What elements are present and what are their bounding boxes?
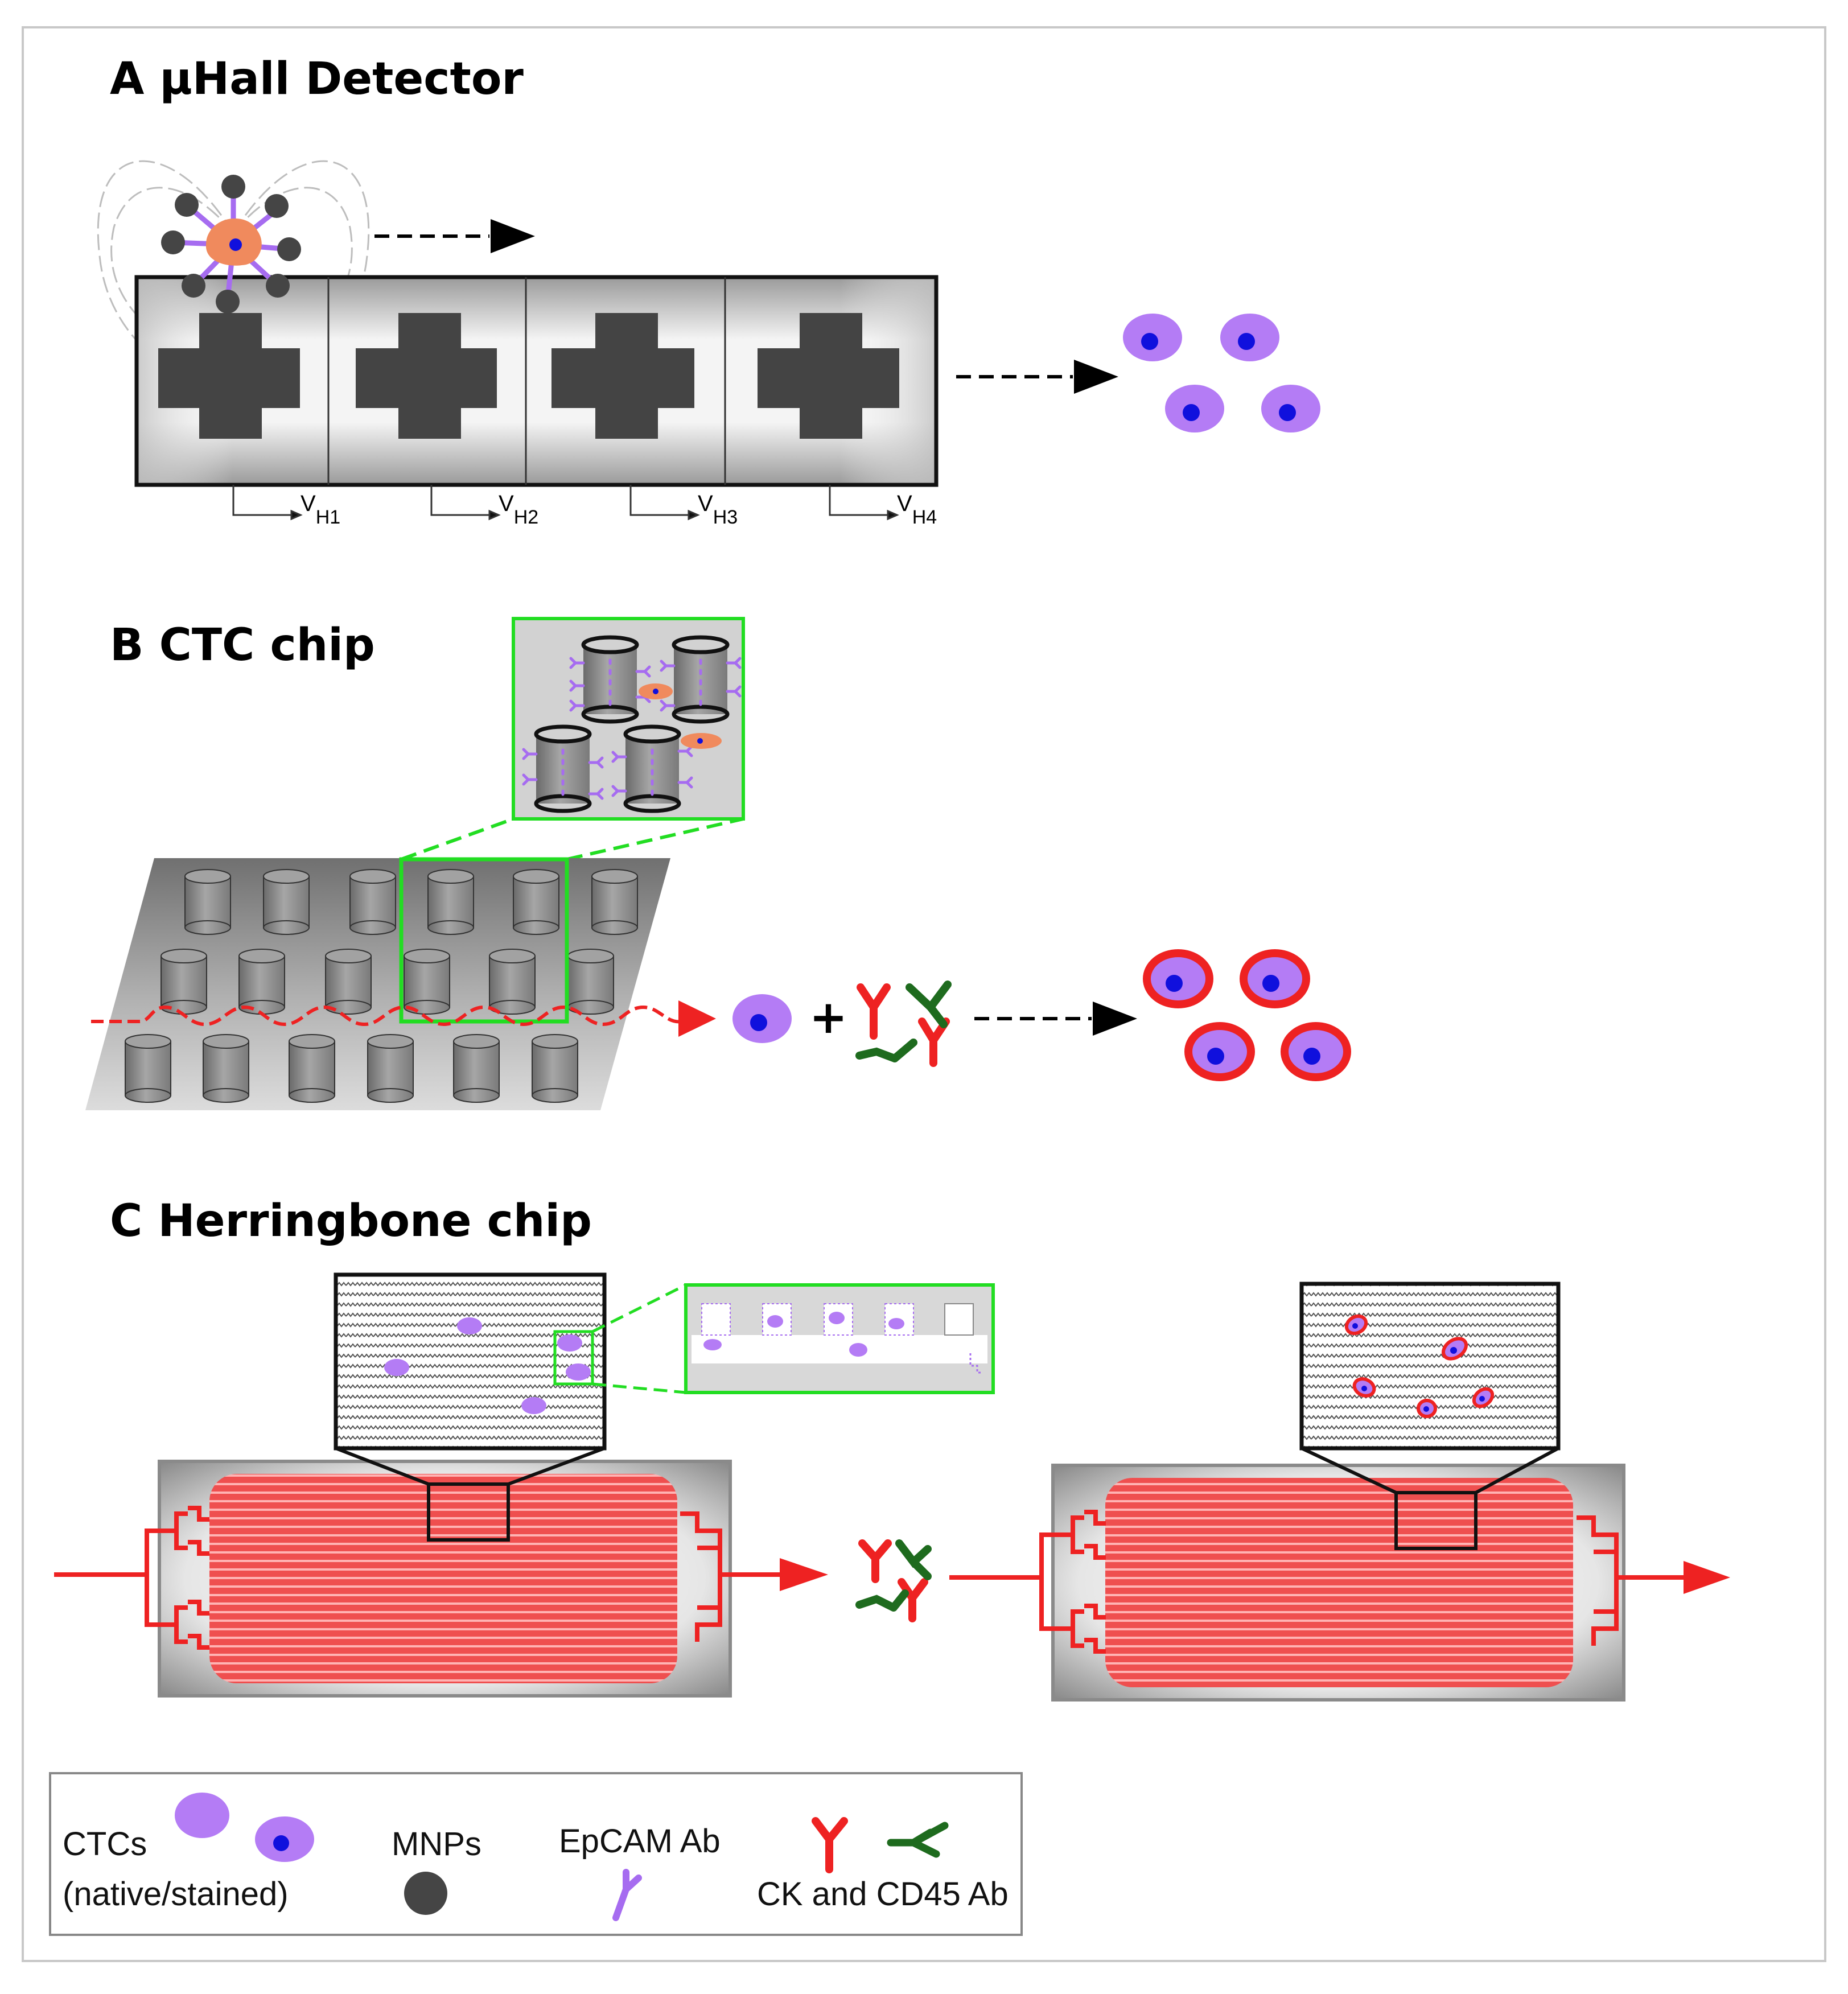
hall-cross-1 bbox=[158, 313, 300, 439]
herringbone-chip-right bbox=[949, 1282, 1730, 1702]
flow-arrow-a-top bbox=[374, 219, 535, 253]
micropost-highlight-box bbox=[399, 857, 569, 1024]
legend-ck-cd45-label: CK and CD45 Ab bbox=[757, 1876, 1009, 1913]
mnp-labeled-ctc bbox=[161, 175, 301, 314]
herringbone-chip-left bbox=[54, 1272, 828, 1698]
staining-antibodies-c bbox=[855, 1539, 932, 1622]
legend-ctcs-label: CTCs bbox=[63, 1826, 147, 1863]
plus-sign: + bbox=[809, 991, 847, 1044]
isolated-cell-b bbox=[732, 994, 792, 1043]
voltage-leads bbox=[232, 485, 899, 521]
flow-arrow-b bbox=[974, 1002, 1137, 1036]
panel-a-title: A μHall Detector bbox=[110, 53, 524, 105]
sensor-label-2: VH2 bbox=[499, 491, 538, 528]
hall-cross-3 bbox=[551, 313, 694, 439]
output-cells-a bbox=[1123, 314, 1320, 432]
chip-left-manifold bbox=[54, 1506, 780, 1650]
legend-mnp bbox=[404, 1872, 447, 1915]
legend-epcam-label: EpCAM Ab bbox=[559, 1823, 721, 1860]
hall-cross-2 bbox=[356, 313, 497, 439]
legend: CTCs (native/stained) MNPs EpCAM Ab CK a… bbox=[49, 1772, 1023, 1936]
panel-c-title: C Herringbone chip bbox=[110, 1196, 592, 1247]
hall-sensor-chip bbox=[134, 275, 939, 487]
legend-ctcs-sublabel: (native/stained) bbox=[63, 1876, 289, 1913]
zoom-lines-b bbox=[400, 817, 744, 861]
chip-right-manifold bbox=[1039, 1510, 1684, 1654]
micropost-chip bbox=[85, 857, 670, 1110]
sensor-label-4: VH4 bbox=[897, 491, 937, 528]
chip-left-zoom-cells bbox=[384, 1317, 591, 1414]
sensor-label-1: VH1 bbox=[301, 491, 340, 528]
staining-antibodies-b bbox=[855, 980, 952, 1067]
inset-epcam-antibodies bbox=[522, 657, 742, 800]
sensor-label-3: VH3 bbox=[698, 491, 738, 528]
legend-cd45-antibody bbox=[887, 1822, 949, 1858]
herringbone-cross-section bbox=[591, 1283, 995, 1394]
panel-b-title: B CTC chip bbox=[110, 620, 375, 671]
flow-arrow-a-right bbox=[956, 360, 1118, 394]
legend-native-ctc bbox=[175, 1793, 229, 1838]
blood-flow-path-b bbox=[91, 1000, 716, 1037]
hall-cross-4 bbox=[758, 313, 899, 439]
ctc-chip-zoom-inset bbox=[512, 617, 745, 821]
legend-mnps-label: MNPs bbox=[392, 1826, 481, 1863]
chip-right-stained-cells bbox=[1344, 1314, 1495, 1418]
legend-epcam-antibody bbox=[612, 1869, 642, 1921]
stained-output-cells-b bbox=[1143, 949, 1351, 1081]
legend-ck-antibody bbox=[812, 1817, 848, 1873]
